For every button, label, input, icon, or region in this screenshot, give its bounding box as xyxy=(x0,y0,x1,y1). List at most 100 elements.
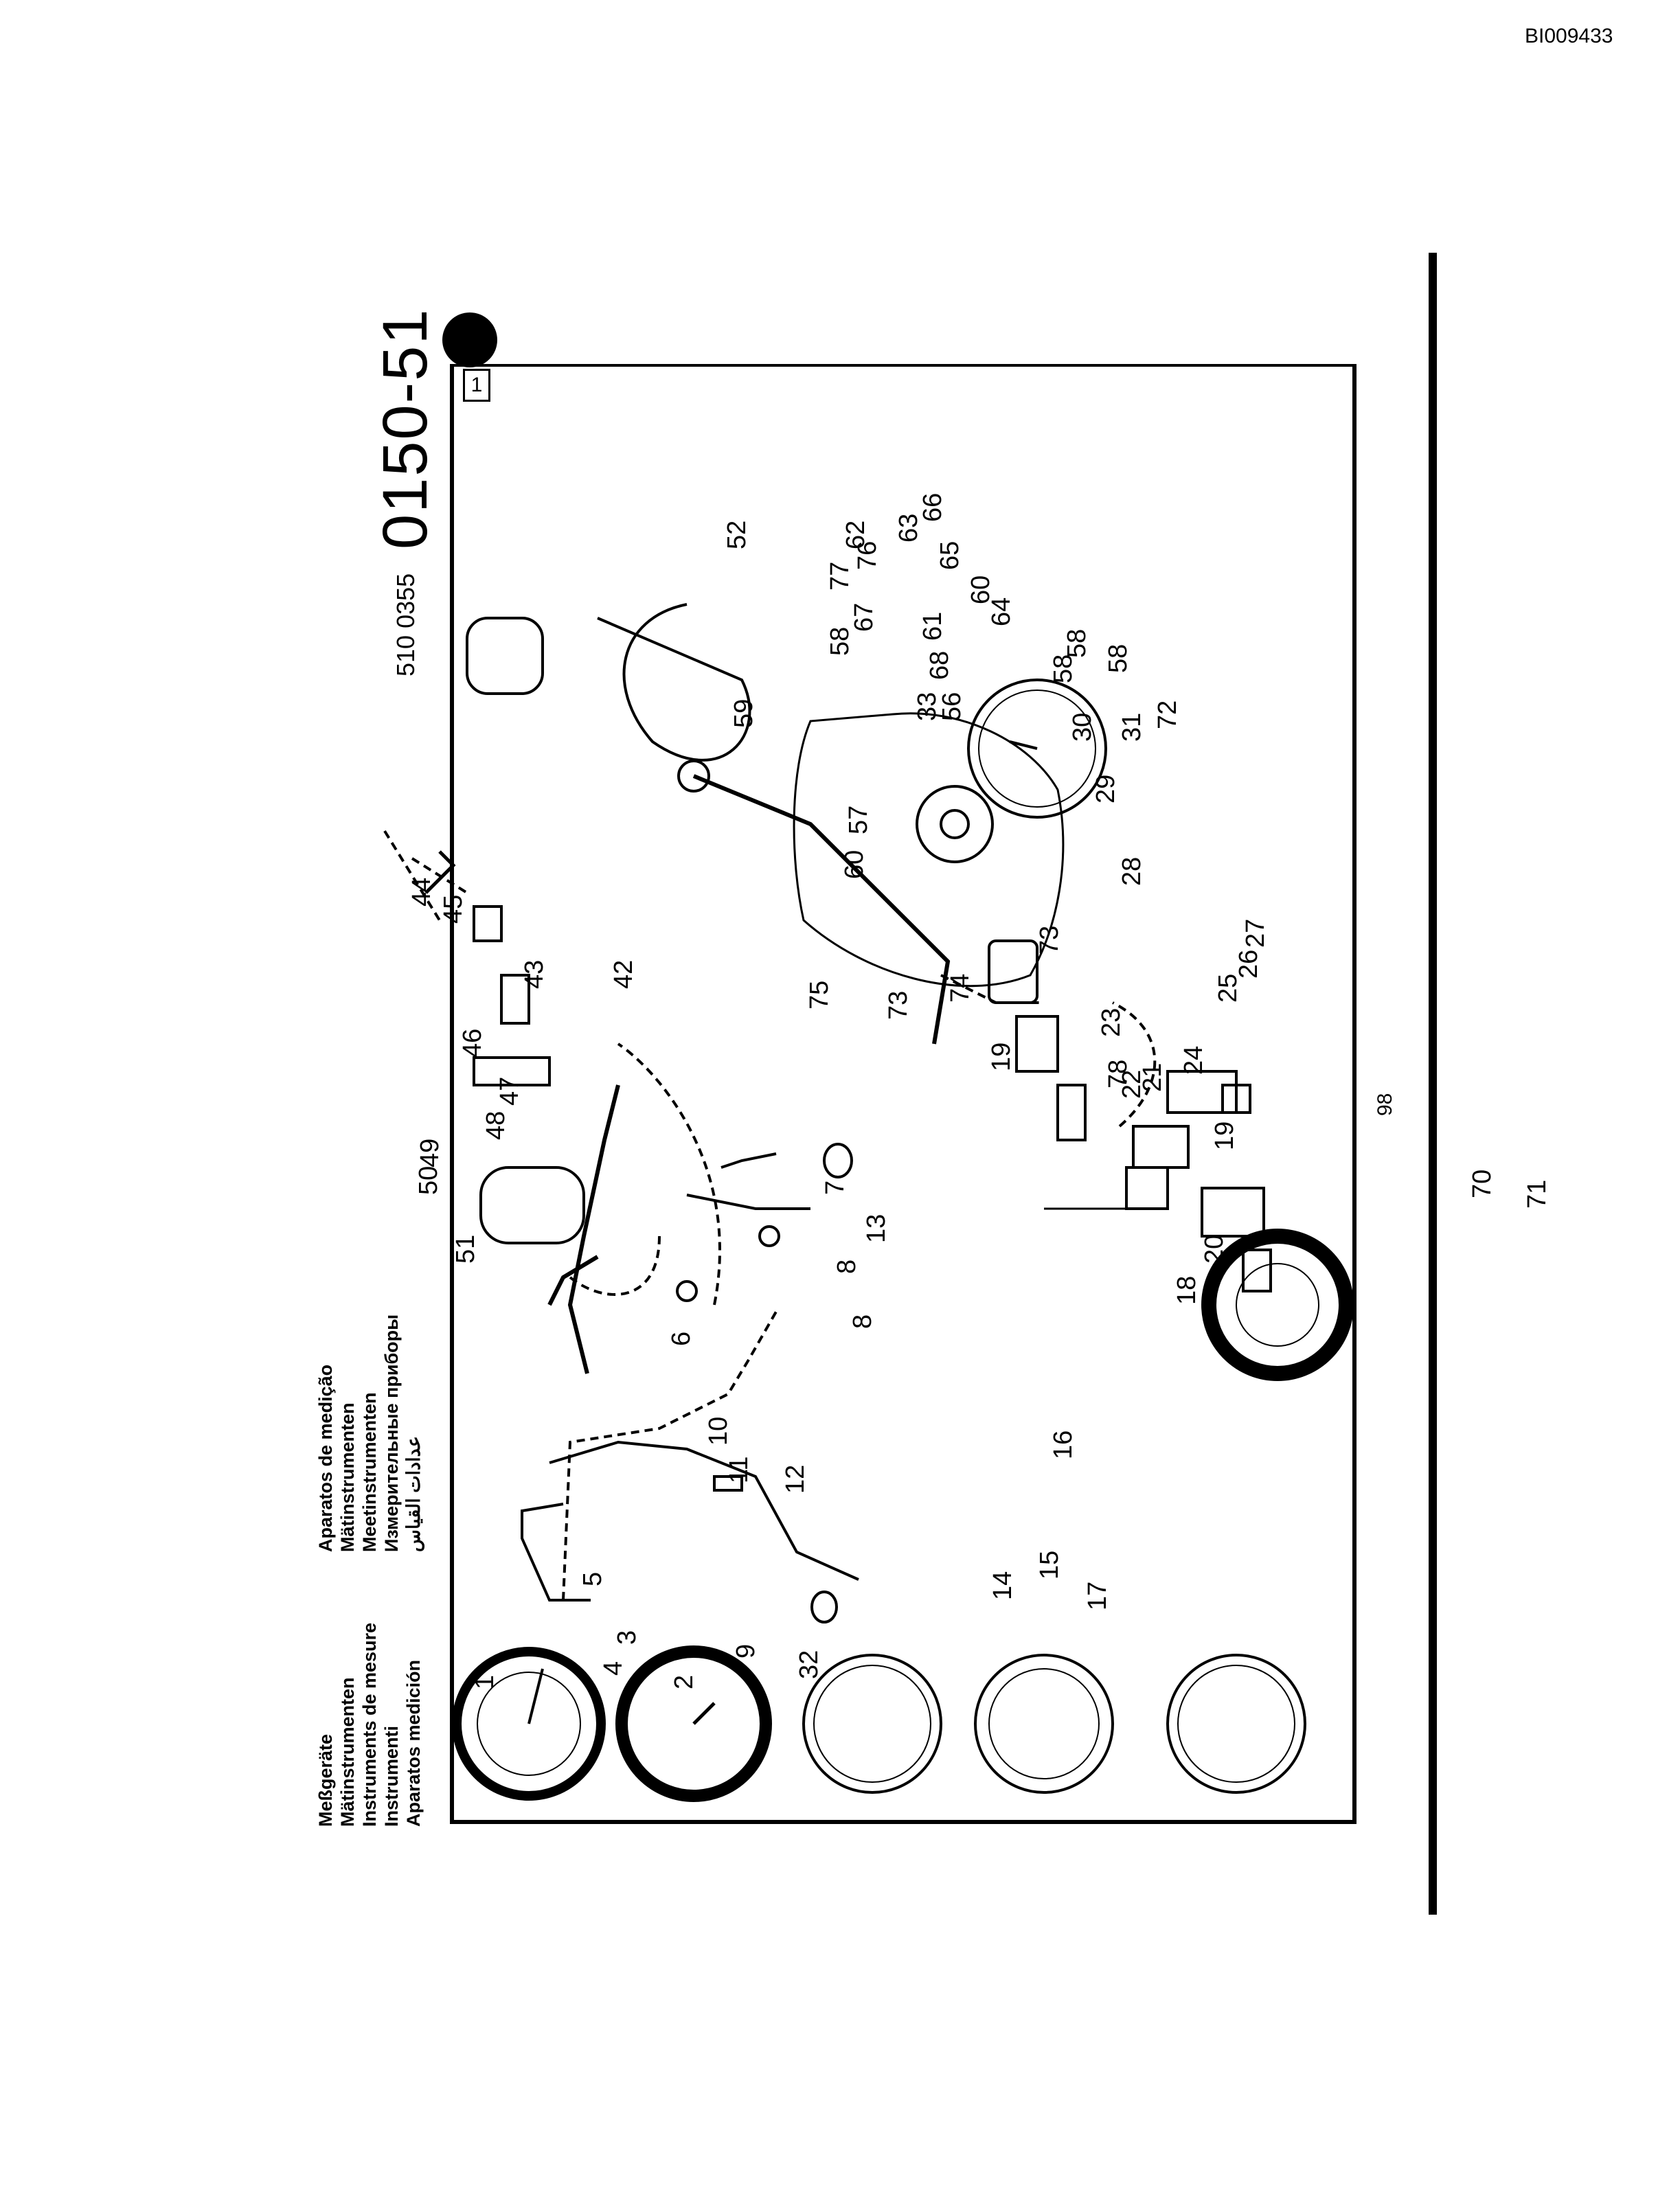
callout-65: 65 xyxy=(935,541,964,570)
gauge-1 xyxy=(452,1647,606,1801)
callout-9: 9 xyxy=(731,1644,760,1659)
callout-26: 26 xyxy=(1234,950,1263,979)
registration-dot xyxy=(442,312,497,367)
callout-60: 60 xyxy=(840,850,869,879)
callout-77: 77 xyxy=(826,562,854,591)
callout-49: 49 xyxy=(416,1139,444,1167)
gauge-33 xyxy=(967,679,1107,819)
sleeve-31 xyxy=(1242,1249,1272,1292)
callout-42: 42 xyxy=(609,960,638,989)
callout-52: 52 xyxy=(723,521,751,549)
callout-50: 50 xyxy=(414,1166,443,1195)
callout-76: 76 xyxy=(853,541,882,570)
callout-48: 48 xyxy=(481,1111,510,1140)
gauge-2 xyxy=(615,1645,772,1802)
cable-44 xyxy=(424,850,456,894)
callout-60b: 60 xyxy=(966,576,995,604)
fitting-19 xyxy=(1132,1125,1190,1169)
callout-66: 66 xyxy=(918,493,947,522)
callout-28: 28 xyxy=(1117,857,1146,886)
gauge-18 xyxy=(1201,1229,1354,1381)
valve-73 xyxy=(988,939,1038,1004)
callout-74: 74 xyxy=(946,974,975,1003)
callout-2: 2 xyxy=(670,1675,699,1689)
callout-62: 62 xyxy=(841,521,870,549)
engine-block xyxy=(793,712,1065,988)
callout-5: 5 xyxy=(578,1572,607,1586)
callout-8b: 8 xyxy=(848,1314,877,1329)
callout-73: 73 xyxy=(1035,926,1064,955)
plate-24 xyxy=(1166,1070,1238,1114)
callout-10: 10 xyxy=(704,1417,733,1446)
callout-56: 56 xyxy=(938,692,966,721)
callout-14: 14 xyxy=(988,1571,1017,1600)
callout-44: 44 xyxy=(407,878,436,907)
callout-78: 78 xyxy=(1104,1060,1133,1089)
callout-72: 72 xyxy=(1153,700,1182,729)
callout-73b: 73 xyxy=(884,991,913,1020)
callout-17: 17 xyxy=(1083,1582,1112,1610)
callout-25: 25 xyxy=(1214,974,1242,1003)
callout-22: 22 xyxy=(1117,1070,1146,1099)
callout-71: 71 xyxy=(1523,1180,1552,1209)
callout-29: 29 xyxy=(1091,775,1120,804)
nut-20 xyxy=(1201,1187,1265,1238)
callout-67: 67 xyxy=(850,603,878,632)
callout-8: 8 xyxy=(832,1260,861,1274)
document-id: BI009433 xyxy=(1525,25,1613,47)
callout-15: 15 xyxy=(1035,1551,1064,1580)
cable-43 xyxy=(597,603,751,762)
gauge-14 xyxy=(974,1654,1114,1794)
gauge-32 xyxy=(802,1654,942,1794)
callout-23: 23 xyxy=(1097,1008,1126,1037)
callout-31: 31 xyxy=(1117,713,1146,742)
callout-20: 20 xyxy=(1200,1235,1229,1264)
callout-18: 18 xyxy=(1172,1276,1201,1305)
callout-1: 1 xyxy=(470,1675,499,1689)
diagram-frame xyxy=(450,364,1357,1824)
hose-6 xyxy=(567,1084,620,1374)
cap-30 xyxy=(1221,1084,1251,1114)
callout-30: 30 xyxy=(1068,713,1097,742)
page-edge-rule xyxy=(1429,253,1437,1915)
screw-10 xyxy=(713,1475,743,1492)
callout-70: 70 xyxy=(1468,1170,1497,1198)
callout-45: 45 xyxy=(439,895,468,924)
callout-57: 57 xyxy=(844,806,873,834)
sender-51 xyxy=(479,1166,585,1244)
callout-64: 64 xyxy=(987,597,1016,626)
callout-19b: 19 xyxy=(987,1042,1016,1071)
callout-4: 4 xyxy=(599,1661,628,1676)
callout-61: 61 xyxy=(918,612,947,641)
callout-58c: 58 xyxy=(826,627,854,656)
callout-19: 19 xyxy=(1210,1121,1239,1150)
corner-index: 1 xyxy=(463,369,490,402)
callout-58b: 58 xyxy=(1049,654,1078,683)
callout-13: 13 xyxy=(862,1214,891,1243)
pipe-59 xyxy=(692,774,951,1045)
callout-58d: 58 xyxy=(1104,644,1133,673)
callout-12: 12 xyxy=(781,1465,810,1494)
callout-51: 51 xyxy=(451,1235,480,1264)
callout-47: 47 xyxy=(495,1077,524,1106)
callout-27: 27 xyxy=(1241,919,1270,948)
bracket-48 xyxy=(473,1056,551,1086)
callout-16: 16 xyxy=(1049,1431,1078,1459)
callout-75: 75 xyxy=(805,981,834,1010)
gauge-17 xyxy=(1166,1654,1306,1794)
callout-63: 63 xyxy=(894,514,923,543)
callout-3: 3 xyxy=(613,1630,642,1645)
elbow-23 xyxy=(1056,1084,1087,1141)
nut-46 xyxy=(500,974,530,1025)
callout-11: 11 xyxy=(725,1457,753,1483)
callout-21: 21 xyxy=(1138,1063,1167,1092)
callout-46: 46 xyxy=(458,1029,487,1058)
callout-43: 43 xyxy=(520,960,549,989)
callout-59: 59 xyxy=(729,699,758,728)
callout-24: 24 xyxy=(1179,1046,1208,1075)
callout-33: 33 xyxy=(913,692,942,721)
sender-52 xyxy=(466,617,544,695)
callout-7: 7 xyxy=(821,1181,850,1195)
callout-58: 58 xyxy=(1063,629,1091,658)
